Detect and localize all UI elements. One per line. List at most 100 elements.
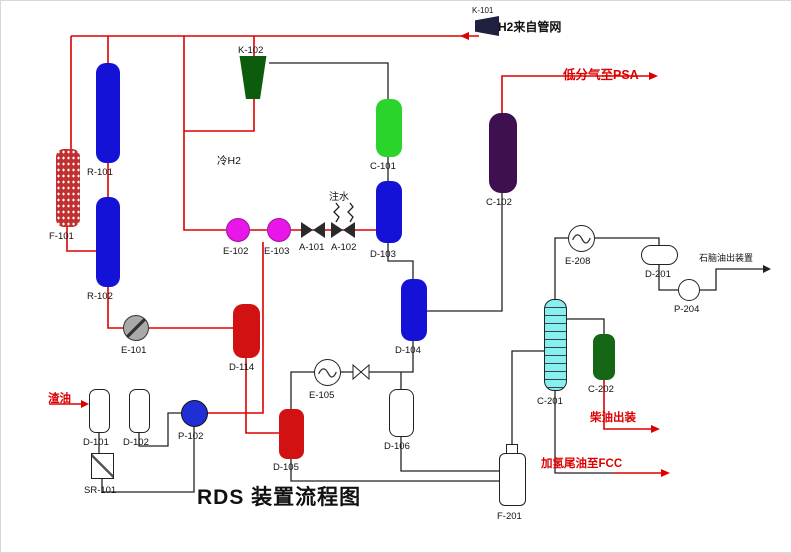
pipe-d114-d105: [245, 358, 279, 434]
vessel-c102: [489, 113, 517, 193]
vessel-d106: [389, 389, 414, 437]
air-cooler-a102-icon: [331, 222, 343, 238]
stream-diesel-out: 柴油出装: [590, 412, 636, 424]
label-f201: F-201: [497, 511, 522, 522]
vessel-f201: [499, 453, 526, 506]
label-a102: A-102: [331, 242, 357, 253]
furnace-f101: [56, 149, 80, 227]
pipe-water-inj-1: [333, 202, 340, 223]
air-cooler-a102-icon: [343, 222, 355, 238]
arrow-h2-in: [460, 32, 469, 40]
label-c202: C-202: [588, 384, 614, 395]
label-k102: K-102: [238, 45, 264, 56]
pipe-d103-d104: [387, 243, 414, 279]
stream-naphtha-out: 石脑油出装置: [699, 253, 754, 263]
pipe-d102-p102: [138, 412, 181, 447]
pipe-p102-e103: [207, 242, 264, 414]
pipe-psa: [501, 75, 649, 113]
label-c101: C-101: [370, 161, 396, 172]
pipe-diesel: [603, 380, 651, 430]
label-e102: E-102: [223, 246, 249, 257]
stream-residue-feed: 渣油: [48, 393, 71, 405]
label-d106: D-106: [384, 441, 410, 452]
label-e105: E-105: [309, 390, 335, 401]
reactor-r101: [96, 63, 120, 163]
label-r101: R-101: [87, 167, 113, 178]
stream-tail-oil-fcc: 加氢尾油至FCC: [541, 458, 623, 470]
exchanger-e105: [314, 359, 341, 386]
air-cooler-a101-icon: [301, 222, 313, 238]
vessel-d103: [376, 181, 402, 243]
pipe-d201-p204: [658, 265, 678, 291]
stream-low-gas-psa: 低分气至PSA: [563, 68, 639, 82]
compressor-k101: [475, 16, 499, 36]
drum-d201: [641, 245, 678, 265]
label-d103: D-103: [370, 249, 396, 260]
arrow-fcc-out: [661, 469, 670, 477]
stream-h2-supply: H2来自管网: [498, 20, 562, 34]
pipe-f101-outlet: [66, 227, 96, 252]
exchanger-e103: [267, 218, 291, 242]
exchanger-e102: [226, 218, 250, 242]
pipe-p204-naphtha: [700, 268, 763, 291]
inline-symbols: [301, 222, 370, 381]
pipe-sr101-p102: [101, 427, 195, 493]
pipe-r102-e101: [107, 287, 123, 329]
label-d201: D-201: [645, 269, 671, 280]
label-k101: K-101: [472, 6, 494, 15]
label-c102: C-102: [486, 197, 512, 208]
diagram-title: RDS 装置流程图: [197, 486, 362, 509]
exchanger-e101: [123, 315, 149, 341]
label-d105: D-105: [273, 462, 299, 473]
label-d102: D-102: [123, 437, 149, 448]
column-c201: [544, 299, 567, 391]
arrow-psa-out: [649, 72, 658, 80]
air-cooler-a101-icon: [313, 222, 325, 238]
pipe-c101-k102: [269, 62, 389, 99]
label-p204: P-204: [674, 304, 700, 315]
valve-icon: [360, 363, 370, 381]
arrow-residue-in: [81, 400, 89, 408]
pipe-e208-d201: [595, 237, 660, 245]
label-sr101: SR-101: [84, 485, 117, 496]
arrow-naphtha-out: [763, 265, 771, 273]
valve-icon: [352, 363, 362, 381]
label-r102: R-102: [87, 291, 113, 302]
vessel-c101: [376, 99, 402, 157]
pipe-d105-f201: [290, 459, 499, 482]
pipe-k102-loop: [184, 99, 255, 132]
label-c201: C-201: [537, 396, 563, 407]
pump-p102: [181, 400, 208, 427]
stream-cold-h2: 冷H2: [217, 155, 241, 167]
vessel-f201-neck: [506, 444, 518, 454]
label-e103: E-103: [264, 246, 290, 257]
pipe-c201-bottoms: [554, 391, 613, 474]
arrow-diesel-out: [651, 425, 660, 433]
pipe-cold-h2: [183, 36, 226, 231]
vessel-d114: [233, 304, 260, 358]
strainer-sr101: [91, 453, 114, 479]
red-process-lines: [49, 35, 661, 474]
flow-arrows: [81, 32, 771, 477]
label-d104: D-104: [395, 345, 421, 356]
pipe-c201-e208: [554, 237, 568, 299]
pipe-water-inj-2: [347, 202, 354, 223]
pipe-e105-d105: [290, 371, 314, 409]
vessel-d105: [279, 409, 304, 459]
label-d114: D-114: [229, 362, 255, 373]
label-p102: P-102: [178, 431, 204, 442]
label-e208: E-208: [565, 256, 591, 267]
pipe-c102-d104: [427, 193, 503, 312]
label-d101: D-101: [83, 437, 109, 448]
label-f101: F-101: [49, 231, 74, 242]
label-a101: A-101: [299, 242, 325, 253]
exchanger-e208: [568, 225, 595, 252]
label-e101: E-101: [121, 345, 147, 356]
vessel-d101: [89, 389, 110, 433]
pipe-c201-c202: [566, 318, 605, 334]
vessel-c202: [593, 334, 615, 380]
pump-p204: [678, 279, 700, 301]
vessel-d102: [129, 389, 150, 433]
